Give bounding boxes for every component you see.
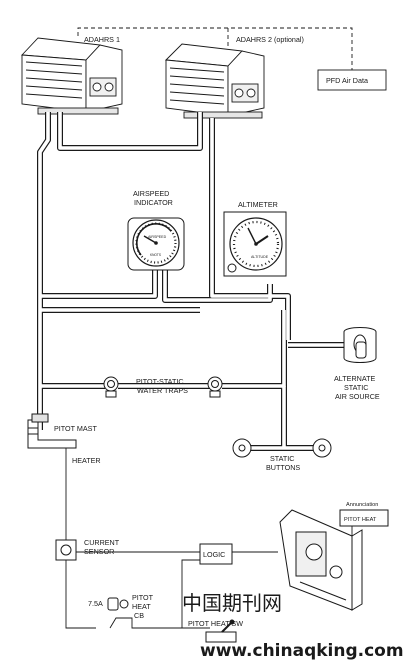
logic-box: [199, 543, 233, 565]
annunciation-label: Annunciation: [346, 502, 378, 508]
airspeed-label-line1: AIRSPEED: [133, 189, 169, 198]
annunciation-box: [339, 509, 389, 527]
alternate-static-valve: [343, 327, 377, 363]
asi-face-bottom-text: KNOTS: [150, 253, 161, 257]
pfd-air-data-box: [317, 69, 387, 91]
current-sensor: [55, 539, 77, 561]
watermark-url: www.chinaqking.com: [200, 641, 404, 660]
pitot-heat-annun-label: PITOT HEAT: [344, 517, 377, 523]
static-buttons-label-line1: STATIC: [270, 454, 295, 463]
pfd-data-link: [77, 27, 353, 70]
altimeter-label: ALTIMETER: [238, 200, 278, 209]
static-buttons-label-line2: BUTTONS: [266, 463, 300, 472]
pitot-heat-circuit-breaker: [107, 597, 129, 611]
heater-label: HEATER: [72, 456, 101, 465]
water-trap-left: [103, 376, 119, 398]
pfd-air-data-label: PFD Air Data: [326, 76, 368, 85]
alt-face-text: ALTITUDE: [251, 255, 269, 259]
adahrs-2-unit: [165, 43, 265, 119]
pitot-heat-sw-label: PITOT HEAT SW: [188, 619, 243, 628]
current-sensor-label-line2: SENSOR: [84, 547, 114, 556]
watermark-chinese: 中国期刊网: [182, 591, 282, 615]
current-sensor-label-line1: CURRENT: [84, 538, 120, 547]
adahrs-1-unit: [21, 37, 123, 115]
pitot-mast: [27, 413, 77, 449]
adahrs-2-label: ADAHRS 2 (optional): [236, 35, 304, 44]
static-button-left: [232, 438, 252, 458]
watermark: 中国期刊网 www.chinaqking.com: [182, 591, 404, 660]
pitot-heat-cb-label-line2: HEAT: [132, 602, 151, 611]
pitot-heat-switch: [205, 619, 237, 643]
water-traps-label-line1: PITOT-STATIC: [136, 377, 184, 386]
alt-static-label-line2: STATIC: [344, 383, 369, 392]
adahrs-1-label: ADAHRS 1: [84, 35, 120, 44]
airspeed-label-line2: INDICATOR: [134, 198, 173, 207]
airspeed-indicator: [127, 217, 185, 271]
water-traps-label-line2: WATER TRAPS: [137, 386, 188, 395]
pitot-static-plumbing: [37, 112, 345, 451]
asi-face-top-text: AIRSPEED: [148, 235, 167, 239]
pitot-heat-cb-label-line3: CB: [134, 611, 144, 620]
logic-label: LOGIC: [203, 550, 225, 559]
water-trap-right: [207, 376, 223, 398]
pitot-mast-label: PITOT MAST: [54, 424, 97, 433]
alt-static-label-line3: AIR SOURCE: [335, 392, 380, 401]
pitot-heat-cb-label-line1: PITOT: [132, 593, 154, 602]
display-unit: [279, 509, 363, 611]
labels: ADAHRS 1 ADAHRS 2 (optional) PFD Air Dat…: [54, 35, 380, 628]
electrical-wiring: [65, 448, 353, 629]
static-button-right: [312, 438, 332, 458]
altimeter: [223, 211, 287, 277]
cb-rating-label: 7.5A: [88, 599, 103, 608]
alt-static-label-line1: ALTERNATE: [334, 374, 375, 383]
